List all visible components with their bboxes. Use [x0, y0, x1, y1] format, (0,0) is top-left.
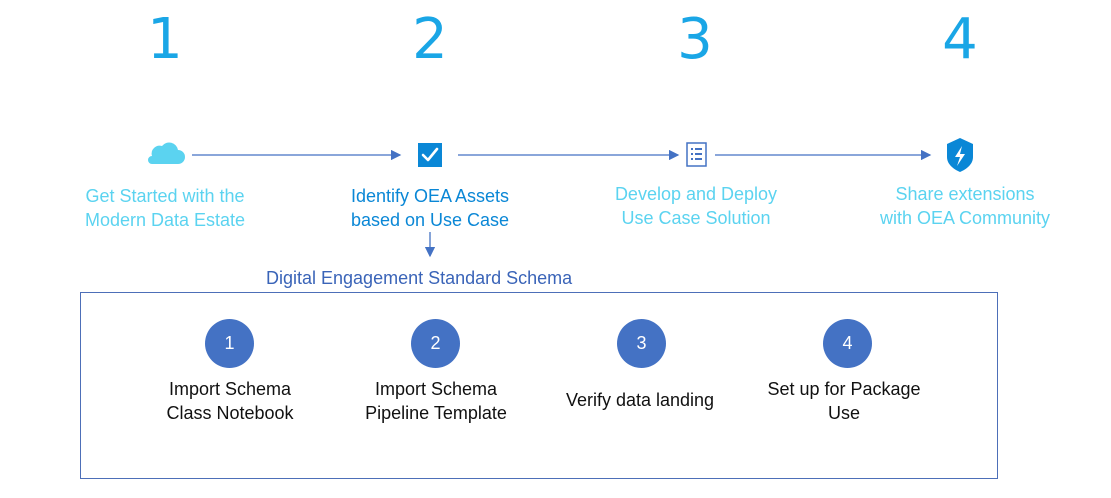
phase-3-label-line1: Develop and Deploy [614, 184, 778, 204]
phase-4-number: 4 [942, 7, 978, 72]
document-list-icon [686, 142, 707, 167]
step-4-circle: 4 [823, 319, 872, 368]
step-4-label-line2: Use [827, 403, 860, 423]
cloud-icon [148, 142, 185, 164]
checkbox-icon [418, 143, 442, 167]
phase-3-label: Develop and Deploy Use Case Solution [566, 182, 826, 230]
step-3-label-line1: Verify data landing [565, 390, 715, 410]
phase-4-label-line2: with OEA Community [879, 208, 1051, 228]
phase-4-label: Share extensions with OEA Community [835, 182, 1095, 230]
step-2-label: Import Schema Pipeline Template [326, 377, 546, 425]
phase-4-label-line1: Share extensions [895, 184, 1035, 204]
phase-1-label-line1: Get Started with the [85, 186, 245, 206]
phase-3-label-line2: Use Case Solution [621, 208, 771, 228]
step-1-label-line2: Class Notebook [166, 403, 294, 423]
phase-2-label-line2: based on Use Case [350, 210, 510, 230]
step-2-label-line1: Import Schema [374, 379, 498, 399]
phase-2-label-line1: Identify OEA Assets [350, 186, 510, 206]
step-4-label: Set up for Package Use [734, 377, 954, 425]
shield-bolt-icon [947, 138, 973, 172]
phase-2-label: Identify OEA Assets based on Use Case [300, 184, 560, 232]
step-3-circle: 3 [617, 319, 666, 368]
step-1-label: Import Schema Class Notebook [120, 377, 340, 425]
step-2-label-line2: Pipeline Template [365, 403, 507, 423]
step-1-label-line1: Import Schema [168, 379, 292, 399]
step-1-circle: 1 [205, 319, 254, 368]
phase-1-number: 1 [147, 7, 183, 72]
schema-steps-box [80, 292, 998, 479]
phase-3-number: 3 [677, 7, 713, 72]
schema-title: Digital Engagement Standard Schema [266, 268, 573, 288]
step-3-label: Verify data landing [530, 388, 750, 412]
phase-2-number: 2 [412, 7, 448, 72]
step-4-label-line1: Set up for Package [767, 379, 921, 399]
phase-1-label: Get Started with the Modern Data Estate [35, 184, 295, 232]
phase-1-label-line2: Modern Data Estate [84, 210, 246, 230]
step-2-circle: 2 [411, 319, 460, 368]
